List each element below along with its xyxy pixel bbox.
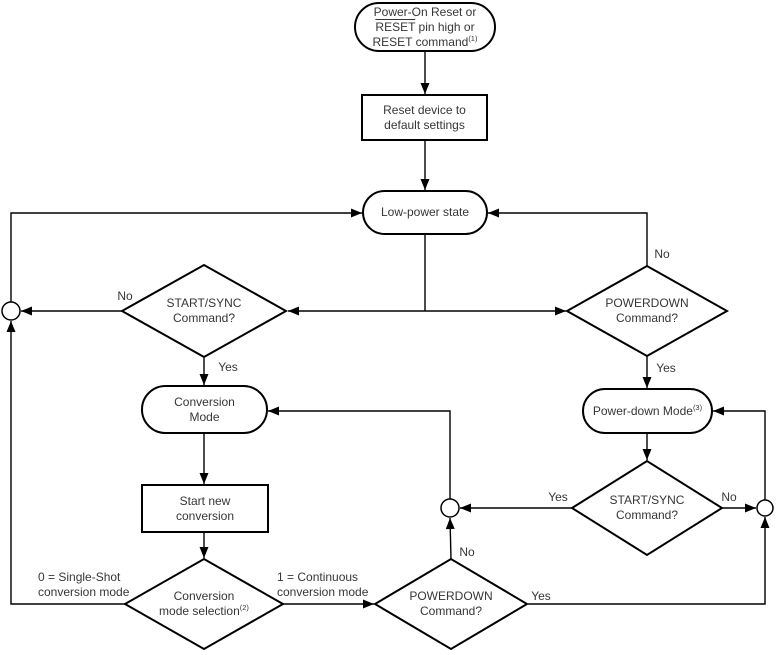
- connector-left: [1, 301, 21, 321]
- shape-powerdown-decision-1: [564, 264, 730, 358]
- shape-start-sync-decision-2: [570, 459, 724, 557]
- edge-powerdown1-no-to-lowpower: [488, 208, 648, 266]
- connector-right: [756, 499, 774, 517]
- edge-connector-mid-to-conversionmode: [268, 406, 451, 499]
- shape-low-power-state: [362, 190, 488, 235]
- edge-powerdown2-yes-to-connector-right: [528, 517, 770, 605]
- shape-conversion-mode-selection: [122, 557, 286, 651]
- edge-modeselection-singleshot-to-connector-left: [6, 321, 125, 605]
- shape-power-down-mode: [582, 388, 713, 434]
- edge-connector-left-to-lowpower: [10, 208, 362, 302]
- shape-powerdown-decision-2: [373, 557, 529, 651]
- shape-reset-device: [361, 94, 488, 141]
- edge-powerdown2-no-to-connector-mid: [445, 517, 455, 560]
- connector-mid: [440, 498, 460, 518]
- shape-conversion-mode: [141, 385, 268, 434]
- shape-start-new-conversion: [141, 484, 269, 533]
- shape-power-on-reset: [354, 2, 496, 52]
- shape-start-sync-decision-1: [119, 263, 289, 359]
- edge-connector-right-to-powerdownmode: [713, 406, 766, 500]
